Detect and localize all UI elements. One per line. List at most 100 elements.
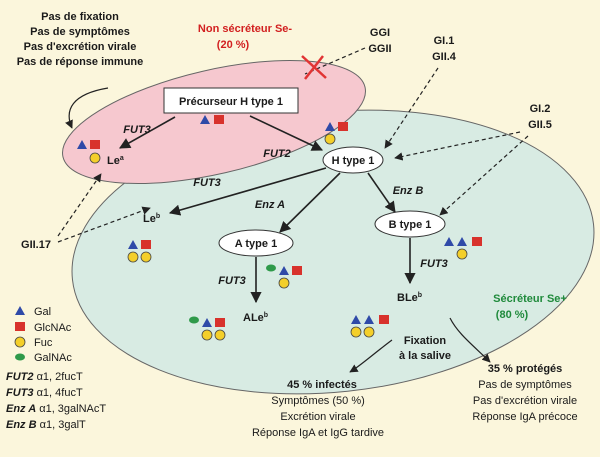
gi1-dashed-arrow bbox=[384, 67, 439, 149]
enzyme-label-enz-b: Enz B bbox=[393, 185, 424, 197]
fuc-circle-icon bbox=[89, 152, 101, 164]
gii17-dashed-arrow-lea bbox=[57, 173, 102, 237]
fuc-circle-icon bbox=[214, 329, 226, 341]
gal-triangle-icon bbox=[77, 140, 87, 149]
gal-triangle-icon bbox=[364, 315, 374, 324]
top-left-effects: Pas de fixation Pas de symptômes Pas d'e… bbox=[17, 11, 144, 68]
glycan-legend: Gal GlcNAc Fuc GalNAc bbox=[14, 306, 72, 364]
gal-triangle-icon bbox=[128, 240, 138, 249]
a-type1-node bbox=[218, 229, 294, 257]
galnac-ellipse-icon bbox=[15, 353, 25, 361]
glcnac-square-icon bbox=[90, 140, 100, 149]
gi2-label: GI.2 bbox=[530, 103, 551, 115]
gal-triangle-icon bbox=[457, 237, 467, 246]
infected-title: 45 % infectés bbox=[287, 379, 357, 391]
fuc-circle-icon bbox=[350, 326, 362, 338]
protected-line-1: Pas de symptômes bbox=[478, 379, 572, 391]
h-type1-node bbox=[322, 146, 384, 174]
gi2-dashed-arrow-b bbox=[439, 135, 529, 216]
glcnac-square-icon bbox=[379, 315, 389, 324]
galnac-ellipse-icon bbox=[266, 264, 276, 272]
glcnac-square-icon bbox=[15, 322, 25, 331]
lea-label: Lea bbox=[107, 155, 124, 167]
fuc-circle-icon bbox=[456, 248, 468, 260]
gal-triangle-icon bbox=[325, 122, 335, 131]
protected-line-2: Pas d'excrétion virale bbox=[473, 395, 577, 407]
ggi-dashed-line bbox=[304, 47, 366, 75]
protected-outcome: 35 % protégés Pas de symptômes Pas d'exc… bbox=[472, 363, 577, 423]
enzyme-legend-row-1: FUT2 α1, 2fucT bbox=[6, 371, 83, 383]
legend-fuc-label: Fuc bbox=[34, 337, 53, 349]
fuc-circle-icon bbox=[363, 326, 375, 338]
fuc-circle-icon bbox=[127, 251, 139, 263]
arrow-h-a bbox=[279, 172, 341, 233]
infected-outcome: 45 % infectés Symptômes (50 %) Excrétion… bbox=[252, 379, 384, 439]
galnac-ellipse-icon bbox=[189, 316, 199, 324]
effect-line-4: Pas de réponse immune bbox=[17, 56, 144, 68]
glcnac-square-icon bbox=[215, 318, 225, 327]
b-type1-label: B type 1 bbox=[389, 219, 432, 231]
bleb-glycan bbox=[350, 315, 389, 338]
fuc-circle-icon bbox=[278, 277, 290, 289]
legend-gal-label: Gal bbox=[34, 306, 51, 318]
enzyme-legend: FUT2 α1, 2fucT FUT3 α1, 4fucT Enz A α1, … bbox=[6, 371, 106, 431]
gal-triangle-icon bbox=[15, 306, 25, 315]
fuc-circle-icon bbox=[14, 336, 26, 348]
fuc-circle-icon bbox=[140, 251, 152, 263]
gii4-label: GII.4 bbox=[432, 51, 457, 63]
gii17-label: GII.17 bbox=[21, 239, 51, 251]
gal-triangle-icon bbox=[200, 115, 210, 124]
arrow-to-protected bbox=[449, 317, 491, 363]
infected-line-3: Réponse IgA et IgG tardive bbox=[252, 427, 384, 439]
enzyme-legend-row-3: Enz A α1, 3galNAcT bbox=[6, 403, 106, 415]
glcnac-square-icon bbox=[141, 240, 151, 249]
aleb-glycan bbox=[189, 316, 226, 341]
arrow-h-leb bbox=[168, 167, 327, 216]
arrow-precursor-lea bbox=[119, 116, 176, 149]
fixation-line-2: à la salive bbox=[399, 350, 451, 362]
ggii-label: GGII bbox=[368, 43, 391, 55]
fixation-line-1: Fixation bbox=[404, 335, 446, 347]
a-type1-glycan bbox=[266, 264, 302, 289]
precursor-glycan bbox=[200, 115, 224, 124]
leb-glycan bbox=[127, 240, 152, 263]
infected-line-2: Excrétion virale bbox=[280, 411, 355, 423]
gii17-dashed-arrow-leb bbox=[57, 206, 151, 243]
enzyme-label-enz-a: Enz A bbox=[255, 199, 285, 211]
b-type1-node bbox=[374, 210, 446, 238]
effect-line-2: Pas de symptômes bbox=[30, 26, 130, 38]
gi1-label: GI.1 bbox=[434, 35, 455, 47]
protected-title: 35 % protégés bbox=[488, 363, 563, 375]
glcnac-square-icon bbox=[472, 237, 482, 246]
glcnac-square-icon bbox=[214, 115, 224, 124]
h-type1-glycan bbox=[324, 122, 348, 145]
gal-triangle-icon bbox=[279, 266, 289, 275]
secretor-percent: (80 %) bbox=[496, 309, 529, 321]
glcnac-square-icon bbox=[338, 122, 348, 131]
h-type1-label: H type 1 bbox=[332, 155, 375, 167]
enzyme-label-fut3-a: FUT3 bbox=[123, 124, 151, 136]
gii5-label: GII.5 bbox=[528, 119, 552, 131]
protected-line-3: Réponse IgA précoce bbox=[472, 411, 577, 423]
infected-line-1: Symptômes (50 %) bbox=[271, 395, 365, 407]
fuc-circle-icon bbox=[201, 329, 213, 341]
enzyme-label-fut2: FUT2 bbox=[263, 148, 291, 160]
secretor-title: Sécréteur Se+ bbox=[493, 293, 567, 305]
a-type1-label: A type 1 bbox=[235, 238, 277, 250]
enzyme-label-fut3-c: FUT3 bbox=[218, 275, 246, 287]
glcnac-square-icon bbox=[292, 266, 302, 275]
enzyme-label-fut3-d: FUT3 bbox=[420, 258, 448, 270]
gi2-dashed-arrow-h bbox=[394, 131, 521, 161]
gal-triangle-icon bbox=[202, 318, 212, 327]
non-secretor-percent: (20 %) bbox=[217, 39, 250, 51]
enzyme-legend-row-2: FUT3 α1, 4fucT bbox=[6, 387, 83, 399]
enzyme-legend-row-4: Enz B α1, 3galT bbox=[6, 419, 86, 431]
precursor-label: Précurseur H type 1 bbox=[179, 96, 283, 108]
effect-line-3: Pas d'excrétion virale bbox=[24, 41, 137, 53]
arrow-h-b bbox=[367, 172, 396, 213]
gal-triangle-icon bbox=[351, 315, 361, 324]
arrow-to-top-effects bbox=[65, 87, 109, 129]
bleb-label: BLeb bbox=[397, 292, 422, 304]
